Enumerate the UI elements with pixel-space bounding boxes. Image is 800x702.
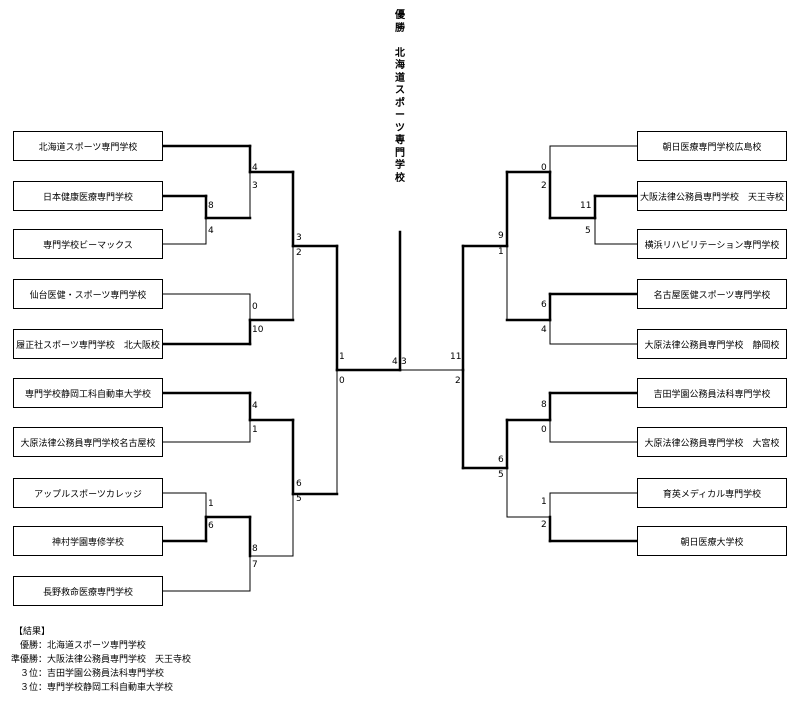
score-label: 6 — [498, 455, 504, 465]
team-box-right: 大阪法律公務員専門学校 天王寺校 — [637, 181, 787, 211]
team-box-left: 仙台医健・スポーツ専門学校 — [13, 279, 163, 309]
team-box-left: 専門学校静岡工科自動車大学校 — [13, 378, 163, 408]
score-label: 5 — [498, 470, 504, 480]
team-box-left: アップルスポーツカレッジ — [13, 478, 163, 508]
champion-char: 海 — [395, 60, 405, 71]
champion-char: 専 — [395, 135, 405, 146]
score-label: 3 — [401, 357, 407, 367]
team-box-right: 横浜リハビリテーション専門学校 — [637, 229, 787, 259]
score-label: 6 — [296, 479, 302, 489]
champion-char: ツ — [395, 122, 405, 134]
team-box-left: 専門学校ビーマックス — [13, 229, 163, 259]
score-label: 1 — [498, 247, 504, 257]
score-label: 0 — [252, 302, 258, 312]
results-panel: 【結果】 優勝：北海道スポーツ専門学校 準優勝：大阪法律公務員専門学校 天王寺校… — [0, 625, 191, 695]
score-label: 4 — [392, 357, 398, 367]
team-box-left: 履正社スポーツ専門学校 北大阪校 — [13, 329, 163, 359]
team-box-left: 北海道スポーツ専門学校 — [13, 131, 163, 161]
score-label: 0 — [339, 376, 345, 386]
team-box-right: 名古屋医健スポーツ専門学校 — [637, 279, 787, 309]
score-label: 4 — [541, 325, 547, 335]
champion-char: 校 — [395, 172, 405, 184]
team-box-right: 吉田学園公務員法科専門学校 — [637, 378, 787, 408]
score-label: 1 — [252, 425, 258, 435]
champion-char: 学 — [395, 160, 405, 171]
team-box-left: 日本健康医療専門学校 — [13, 181, 163, 211]
champion-char: ス — [395, 85, 405, 96]
score-label: 0 — [541, 425, 547, 435]
score-label: 2 — [541, 520, 547, 530]
score-label: 11 — [450, 352, 462, 362]
team-box-right: 朝日医療専門学校広島校 — [637, 131, 787, 161]
score-label: 6 — [208, 521, 214, 531]
score-label: 2 — [296, 248, 302, 258]
score-label: 9 — [498, 231, 504, 241]
result-row: ３位：専門学校静岡工科自動車大学校 — [0, 681, 191, 695]
score-label: 8 — [541, 400, 547, 410]
team-box-left: 大原法律公務員専門学校名古屋校 — [13, 427, 163, 457]
score-label: 1 — [208, 499, 214, 509]
team-box-right: 大原法律公務員専門学校 大宮校 — [637, 427, 787, 457]
champion-char: ー — [395, 110, 405, 121]
score-label: 3 — [296, 233, 302, 243]
score-label: 10 — [252, 325, 264, 335]
score-label: 5 — [585, 226, 591, 236]
result-label: ３位： — [19, 669, 47, 679]
champion-char: 門 — [395, 147, 405, 159]
champion-char: 勝 — [395, 22, 405, 34]
champion-label: 優 勝 北 海 道 ス ポ ー ツ 専 門 学 校 — [393, 10, 407, 185]
score-label: 11 — [580, 201, 592, 211]
champion-char: ポ — [395, 97, 405, 109]
team-box-right: 育英メディカル専門学校 — [637, 478, 787, 508]
score-label: 8 — [252, 544, 258, 554]
score-label: 4 — [252, 401, 258, 411]
team-box-left: 神村学園専修学校 — [13, 526, 163, 556]
result-value: 大阪法律公務員専門学校 天王寺校 — [47, 655, 192, 665]
score-label: 0 — [541, 163, 547, 173]
result-value: 吉田学園公務員法科専門学校 — [47, 669, 165, 679]
result-label: ３位： — [19, 683, 47, 693]
team-box-left: 長野救命医療専門学校 — [13, 576, 163, 606]
results-heading: 【結果】 — [14, 627, 51, 637]
score-label: 5 — [296, 494, 302, 504]
champion-char: 北 — [395, 47, 405, 59]
score-label: 3 — [252, 181, 258, 191]
score-label: 2 — [455, 376, 461, 386]
score-label: 4 — [208, 226, 214, 236]
team-box-right: 朝日医療大学校 — [637, 526, 787, 556]
score-label: 1 — [541, 497, 547, 507]
score-label: 4 — [252, 163, 258, 173]
champion-char: 道 — [395, 72, 405, 84]
result-row: 準優勝：大阪法律公務員専門学校 天王寺校 — [0, 653, 191, 667]
champion-char: 優 — [395, 10, 405, 21]
score-label: 8 — [208, 201, 214, 211]
result-row: ３位：吉田学園公務員法科専門学校 — [0, 667, 191, 681]
champion-char — [393, 35, 407, 48]
result-label: 優勝： — [19, 641, 47, 651]
score-label: 2 — [541, 181, 547, 191]
score-label: 6 — [541, 300, 547, 310]
team-box-right: 大原法律公務員専門学校 静岡校 — [637, 329, 787, 359]
score-label: 7 — [252, 560, 258, 570]
result-value: 北海道スポーツ専門学校 — [47, 641, 146, 651]
score-label: 1 — [339, 352, 345, 362]
result-label: 準優勝： — [10, 655, 47, 665]
result-row: 優勝：北海道スポーツ専門学校 — [0, 639, 191, 653]
result-value: 専門学校静岡工科自動車大学校 — [47, 683, 174, 693]
